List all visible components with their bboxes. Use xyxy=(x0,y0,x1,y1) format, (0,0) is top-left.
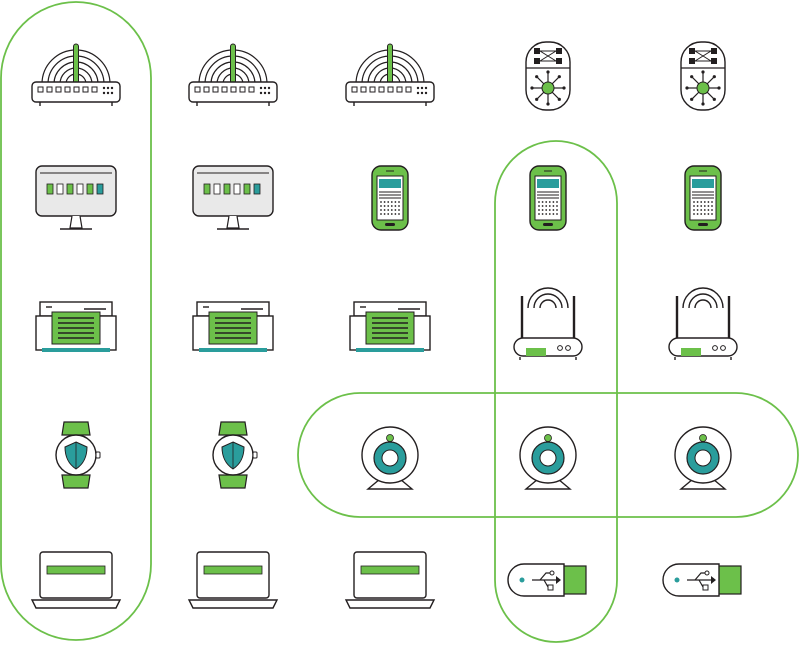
wifi-router-icon xyxy=(668,287,738,360)
device-icons xyxy=(30,41,742,609)
webcam-icon xyxy=(519,426,577,490)
monitor-icon xyxy=(192,165,274,230)
printer-icon xyxy=(349,301,431,352)
network-switch-icon xyxy=(525,41,571,111)
network-switch-icon xyxy=(680,41,726,111)
usb-drive-icon xyxy=(507,563,587,597)
usb-drive-icon xyxy=(662,563,742,597)
laptop-icon xyxy=(344,551,436,609)
smartwatch-icon xyxy=(212,421,258,489)
printer-icon xyxy=(35,301,117,352)
laptop-icon xyxy=(30,551,122,609)
column-4-group xyxy=(494,140,618,643)
printer-icon xyxy=(192,301,274,352)
router-icon xyxy=(31,43,121,106)
webcam-icon xyxy=(674,426,732,490)
monitor-icon xyxy=(35,165,117,230)
router-icon xyxy=(345,43,435,106)
smartphone-icon xyxy=(529,165,567,231)
smartphone-icon xyxy=(684,165,722,231)
row-4-group xyxy=(297,392,799,518)
smartwatch-icon xyxy=(55,421,101,489)
wifi-router-icon xyxy=(513,287,583,360)
column-1-group xyxy=(0,1,152,641)
router-icon xyxy=(188,43,278,106)
webcam-icon xyxy=(361,426,419,490)
laptop-icon xyxy=(187,551,279,609)
smartphone-icon xyxy=(371,165,409,231)
